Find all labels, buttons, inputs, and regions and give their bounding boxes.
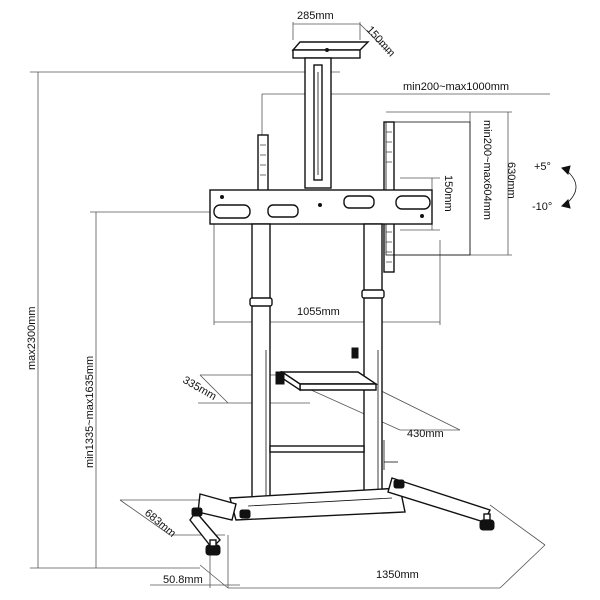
adjustable-height-label: min1335~max1635mm (84, 356, 96, 468)
tilt-up-label: +5° (534, 161, 551, 173)
total-height-label: max2300mm (26, 306, 38, 370)
tilt-indicator (561, 165, 577, 209)
caster-front-left (205, 539, 221, 556)
columns (249, 223, 385, 505)
column-spacing-label: 1055mm (297, 306, 340, 318)
top-width-label: 285mm (297, 10, 334, 22)
vesa-width-label: min200~max1000mm (403, 81, 509, 93)
caster-back-left (191, 507, 203, 517)
shelf-depth-label: 335mm (181, 374, 219, 403)
base-depth-label: 683mm (142, 507, 178, 540)
bracket-height-label: 150mm (442, 175, 454, 212)
panel-height-label: 630mm (505, 162, 517, 199)
center-mast (304, 57, 332, 189)
casters (191, 479, 495, 556)
tv-panel-outline (385, 121, 471, 256)
mount-bracket (209, 189, 433, 225)
tilt-down-label: -10° (532, 201, 552, 213)
tube-diameter-label: 50.8mm (163, 574, 203, 586)
top-shelf (291, 41, 370, 59)
shelf-width-label: 430mm (407, 428, 444, 440)
base-width-label: 1350mm (376, 569, 419, 581)
caster-center (239, 509, 251, 519)
height-adjust-handle (383, 440, 398, 470)
caster-back-right (393, 479, 405, 489)
vesa-height-label: min200~max604mm (481, 120, 493, 220)
caster-front-right (479, 513, 495, 531)
base (189, 477, 491, 550)
media-shelf (275, 347, 379, 392)
